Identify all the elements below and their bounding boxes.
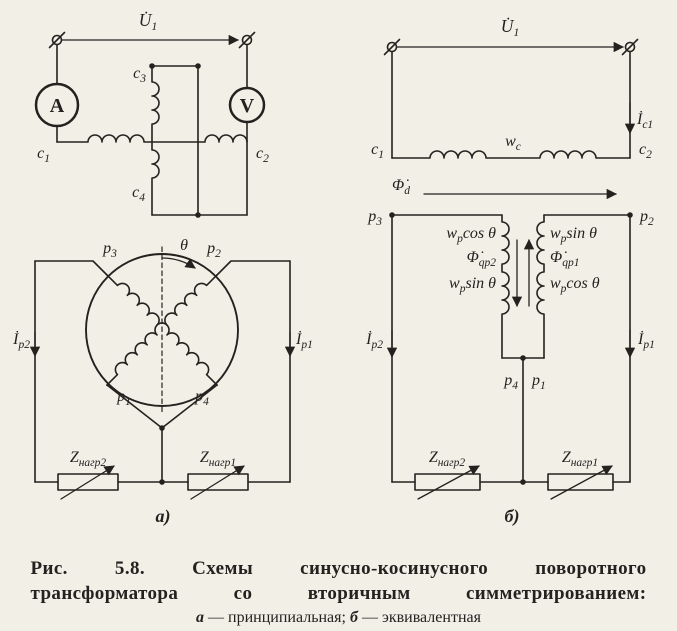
label-theta: θ — [180, 237, 188, 254]
stator-winding-wc — [391, 150, 631, 159]
branch-winding-left — [501, 214, 510, 359]
label-c1: c1 — [371, 141, 384, 161]
label-ip2: İp2 — [365, 330, 383, 351]
rotor-winding-1 — [106, 274, 218, 386]
variable-arrow — [417, 465, 480, 500]
label-part-a: а) — [156, 506, 171, 527]
label-c4: c4 — [132, 184, 145, 204]
label-phi-qp2: Φ̇qp2 — [467, 249, 497, 269]
label-p1: p1 — [116, 388, 131, 408]
rotary-transformer-a: θ p3 p2 p1 p4 — [34, 237, 291, 483]
node-dot — [195, 63, 201, 69]
label-u1: U̇1 — [139, 10, 157, 33]
label-c2: c2 — [256, 145, 269, 165]
load-resistor-z2 — [414, 473, 481, 491]
caption-text-2: — эквивалентная — [357, 609, 481, 627]
caption-line-2: трансформатора со вторичным симметрирова… — [30, 583, 647, 605]
schematic-figure: U̇1 A V c1 c2 c3 c4 θ — [12, 10, 655, 527]
figure-caption: Рис. 5.8. Схемы синусно-косинусного пово… — [31, 556, 647, 627]
node-dot — [159, 425, 165, 431]
diagram-a: U̇1 A V c1 c2 c3 c4 θ — [12, 10, 313, 527]
wire-segment — [161, 384, 218, 429]
label-wpcos-right: wpcos θ — [550, 275, 600, 295]
primary-circuit-b: U̇1 İc1 wc c1 c2 Φ̇d — [371, 16, 653, 200]
caption-line-1: Рис. 5.8. Схемы синусно-косинусного пово… — [30, 558, 647, 579]
label-wpsin-left: wpsin θ — [449, 275, 496, 295]
secondary-circuit-a: İp2 İp1 Zнагр2 Zнагр1 — [12, 260, 313, 500]
load-resistor-z2 — [57, 473, 119, 491]
label-ip2: İp2 — [12, 330, 30, 351]
variable-arrow — [190, 465, 245, 500]
label-c3: c3 — [133, 65, 146, 85]
theta-arc-arrow — [161, 257, 196, 269]
voltmeter-letter: V — [240, 95, 255, 117]
label-znagr1: Zнагр1 — [562, 449, 598, 469]
label-ip1: İp1 — [637, 330, 655, 351]
label-phi-qp1: Φ̇qp1 — [550, 249, 579, 269]
caption-item-b: б — [349, 609, 358, 627]
label-part-b: б) — [505, 506, 520, 527]
node-dot — [149, 63, 155, 69]
label-p2: p2 — [639, 208, 654, 228]
variable-arrow — [550, 465, 613, 500]
load-resistor-z1 — [187, 473, 249, 491]
label-c1: c1 — [37, 145, 50, 165]
stator-quadrature-winding — [151, 65, 160, 216]
label-ic1: İc1 — [636, 110, 653, 131]
variable-arrow — [60, 465, 115, 500]
diagram-b: U̇1 İc1 wc c1 c2 Φ̇d p3 p2 wpcos θ Φ̇qp — [365, 16, 655, 527]
label-znagr1: Zнагр1 — [200, 449, 236, 469]
label-p4: p4 — [503, 372, 518, 392]
stator-main-winding — [56, 134, 248, 143]
label-p3: p3 — [102, 240, 117, 260]
label-p4: p4 — [194, 388, 209, 408]
caption-text-1: — принципиальная; — [204, 609, 350, 627]
label-u1: U̇1 — [501, 16, 519, 39]
load-resistor-z1 — [547, 473, 614, 491]
winding-coil — [106, 274, 218, 386]
rotor-winding-2 — [106, 274, 218, 386]
label-ip1: İp1 — [295, 330, 313, 351]
label-znagr2: Zнагр2 — [70, 449, 107, 469]
branch-winding-right — [536, 214, 545, 359]
wire-segment — [34, 260, 108, 276]
label-c2: c2 — [639, 141, 652, 161]
label-znagr2: Zнагр2 — [429, 449, 466, 469]
label-phi-d: Φ̇d — [392, 177, 410, 197]
node-dot — [159, 479, 165, 485]
node-dot — [520, 479, 526, 485]
wire-segment — [106, 384, 163, 429]
label-wpsin-right: wpsin θ — [550, 225, 597, 245]
excitation-circuit-a: U̇1 A V c1 c2 c3 c4 — [34, 10, 269, 218]
label-p2: p2 — [206, 240, 221, 260]
label-wpcos-left: wpcos θ — [446, 225, 496, 245]
wire-segment — [216, 260, 291, 276]
node-dot — [195, 212, 201, 218]
label-p3: p3 — [367, 208, 382, 228]
secondary-circuit-b: p3 p2 wpcos θ Φ̇qp2 wpsin θ wpsin θ Φ̇qp… — [365, 208, 655, 500]
caption-item-a: а — [196, 609, 205, 627]
ammeter-letter: A — [50, 95, 65, 117]
winding-coil — [106, 274, 218, 386]
caption-line-3: а — принципиальная; б — эквивалентная — [31, 609, 647, 627]
label-wc: wc — [505, 133, 521, 153]
rotor-housing — [85, 253, 239, 407]
label-p1: p1 — [531, 372, 546, 392]
